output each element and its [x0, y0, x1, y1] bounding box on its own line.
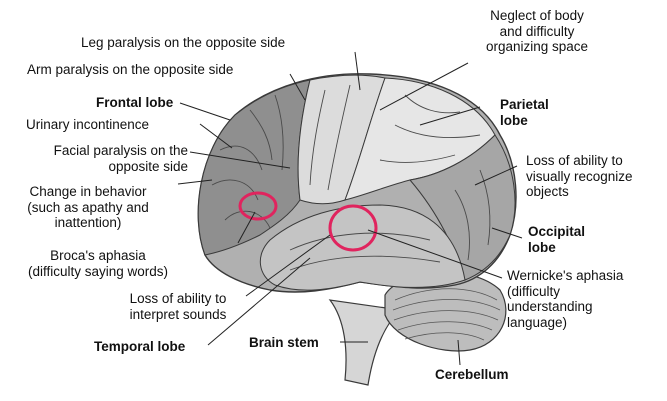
label-broca-aphasia: Broca's aphasia (difficulty saying words… [6, 248, 190, 279]
label-interpret-sounds: Loss of ability to interpret sounds [108, 291, 248, 322]
label-visual-recognition: Loss of ability to visually recognize ob… [526, 153, 633, 200]
label-occipital-lobe: Occipital lobe [528, 224, 585, 255]
label-neglect: Neglect of body and difficulty organizin… [462, 8, 612, 55]
label-frontal-lobe: Frontal lobe [96, 95, 173, 111]
label-cerebellum: Cerebellum [435, 367, 509, 383]
label-brain-stem: Brain stem [249, 335, 319, 351]
label-urinary-incontinence: Urinary incontinence [26, 117, 149, 133]
label-temporal-lobe: Temporal lobe [94, 339, 185, 355]
label-arm-paralysis: Arm paralysis on the opposite side [27, 62, 233, 78]
label-facial-paralysis: Facial paralysis on the opposite side [6, 143, 188, 174]
label-parietal-lobe: Parietal lobe [500, 97, 549, 128]
label-wernicke-aphasia: Wernicke's aphasia (difficulty understan… [507, 268, 623, 330]
label-leg-paralysis: Leg paralysis on the opposite side [81, 35, 285, 51]
label-change-behavior: Change in behavior (such as apathy and i… [4, 184, 172, 231]
